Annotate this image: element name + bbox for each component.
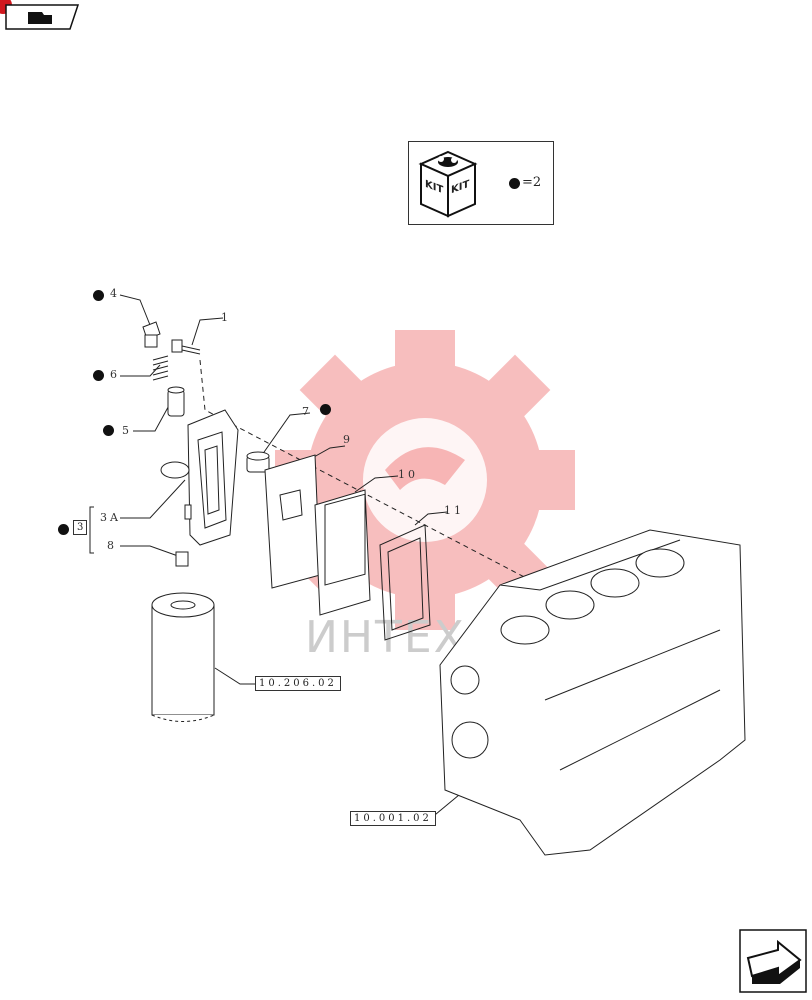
nav-forward-button[interactable] bbox=[738, 928, 808, 994]
valve-part-5 bbox=[167, 386, 185, 417]
callout-7[interactable]: 7 bbox=[302, 405, 312, 418]
callout-8[interactable]: 8 bbox=[107, 539, 117, 552]
kit-legend-text: =2 bbox=[522, 175, 542, 190]
callout-3-box[interactable]: 3 bbox=[73, 520, 88, 535]
sleeve-part-7 bbox=[246, 451, 270, 473]
callout-3A[interactable]: 3A bbox=[100, 511, 121, 524]
plug-part-8 bbox=[175, 551, 189, 567]
kit-marker-icon bbox=[320, 404, 331, 415]
engine-block bbox=[439, 529, 746, 856]
bolt-part-1 bbox=[171, 339, 201, 355]
callout-1[interactable]: 1 bbox=[221, 311, 231, 324]
callout-6[interactable]: 6 bbox=[110, 368, 120, 381]
gasket-part-11 bbox=[379, 524, 431, 641]
cooler-core-part-10 bbox=[314, 489, 371, 616]
gasket-part-9 bbox=[264, 454, 321, 589]
kit-bullet-icon bbox=[509, 178, 520, 189]
kit-legend-box: KIT KIT =2 bbox=[408, 141, 554, 225]
nav-back-tab[interactable] bbox=[0, 0, 80, 30]
oil-cooler-housing-part-3A bbox=[160, 409, 239, 546]
callout-10[interactable]: 10 bbox=[398, 468, 418, 481]
spring-part-6 bbox=[152, 355, 169, 381]
callout-5[interactable]: 5 bbox=[122, 424, 132, 437]
kit-marker-icon bbox=[93, 370, 104, 381]
arrow-forward-icon bbox=[739, 929, 807, 993]
kit-marker-icon bbox=[58, 524, 69, 535]
kit-marker-icon bbox=[103, 425, 114, 436]
callout-4[interactable]: 4 bbox=[110, 287, 120, 300]
oil-filter bbox=[151, 592, 215, 722]
plug-part-4 bbox=[142, 321, 161, 348]
folder-icon bbox=[0, 0, 80, 30]
callout-9[interactable]: 9 bbox=[343, 433, 353, 446]
kit-marker-icon bbox=[93, 290, 104, 301]
kit-box-icon bbox=[418, 150, 478, 218]
ref-filter-link[interactable]: 10.206.02 bbox=[255, 676, 341, 691]
ref-block-link[interactable]: 10.001.02 bbox=[350, 811, 436, 826]
callout-11[interactable]: 11 bbox=[444, 504, 464, 517]
